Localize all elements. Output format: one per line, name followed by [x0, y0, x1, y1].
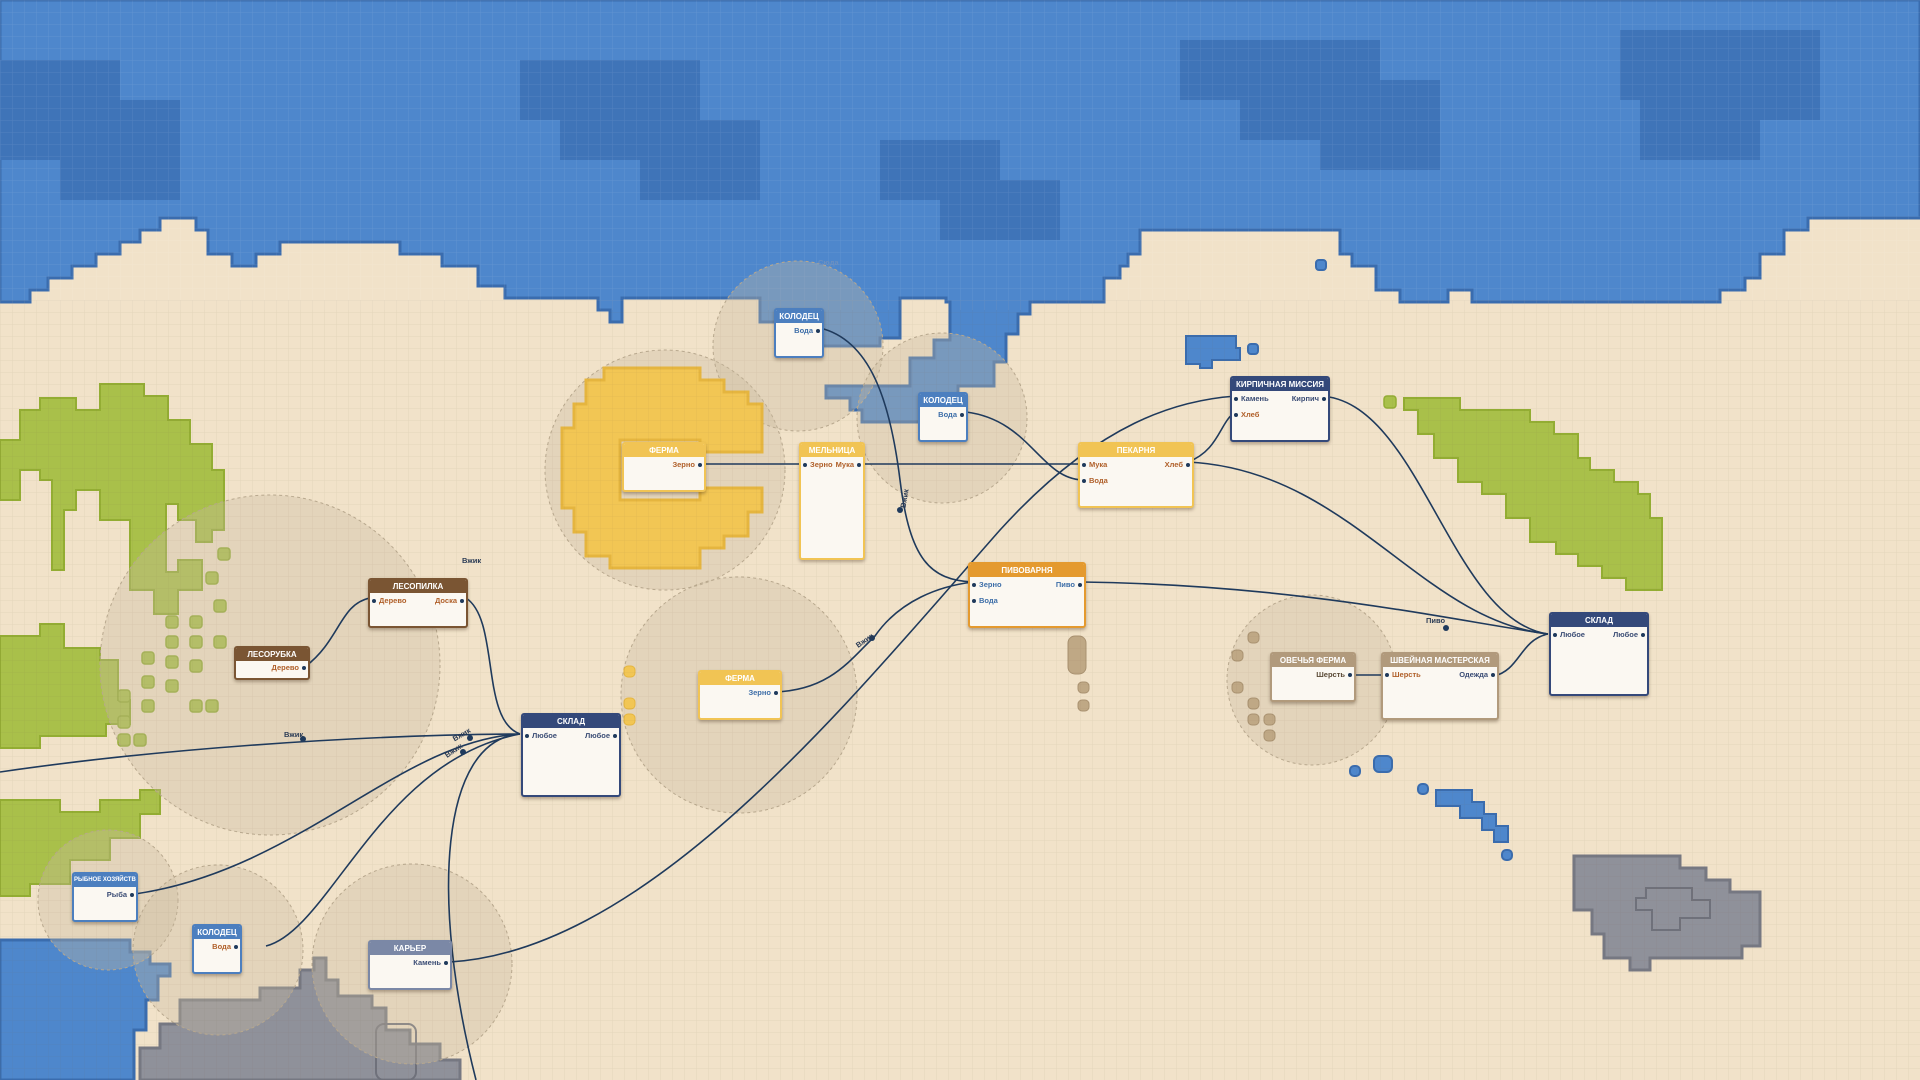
port-out-fish[interactable]: Рыба — [107, 890, 135, 900]
wire-label-3: Вжик — [451, 725, 473, 744]
node-farm-top[interactable]: Ферма Зерно — [622, 442, 706, 492]
node-sawmill[interactable]: Лесопилка Дерево Доска — [368, 578, 468, 628]
wire-fishery-warehouse — [134, 733, 521, 895]
port-out-grain[interactable]: Зерно — [672, 460, 702, 470]
node-well-mid[interactable]: Колодец Вода — [918, 392, 968, 442]
port-out-flour[interactable]: Мука — [836, 460, 862, 470]
node-title: Пекарня — [1080, 444, 1192, 457]
node-sewing-workshop[interactable]: Швейная мастерская Шерсть Одежда — [1381, 652, 1499, 720]
node-title: Лесопилка — [370, 580, 466, 593]
node-warehouse-left[interactable]: Склад Любое Любое — [521, 713, 621, 797]
wire-sawmill-warehouse — [465, 597, 521, 735]
node-title: Ферма — [624, 444, 704, 457]
wire-offscreen-warehouse — [0, 733, 521, 773]
wire-brewery-warehouse — [1081, 581, 1549, 635]
node-title: Карьер — [370, 942, 450, 955]
port-out-wool[interactable]: Шерсть — [1316, 670, 1352, 680]
port-in-grain[interactable]: Зерно — [803, 460, 833, 470]
wire-junctions — [300, 507, 1449, 755]
node-title: Пивоварня — [970, 564, 1084, 577]
node-well-top[interactable]: Колодец Вода — [774, 308, 824, 358]
port-in-any[interactable]: Любое — [525, 731, 557, 741]
node-title: Мельница — [801, 444, 863, 457]
wire-welllow-warehouse — [265, 733, 521, 947]
port-out-stone[interactable]: Камень — [413, 958, 448, 968]
port-out-beer[interactable]: Пиво — [1056, 580, 1083, 590]
node-mill[interactable]: Мельница Зерно Мука — [799, 442, 865, 560]
wire-label-2: Вжик — [284, 730, 304, 739]
node-title: Склад — [1551, 614, 1647, 627]
node-lumberjack[interactable]: Лесоруб­ка Дерево — [234, 646, 310, 680]
port-in-any[interactable]: Любое — [1553, 630, 1585, 640]
node-brewery[interactable]: Пивоварня Зерно Вода Пиво — [968, 562, 1086, 628]
wire-mission-warehouse — [1319, 395, 1549, 635]
node-warehouse-right[interactable]: Склад Любое Любое — [1549, 612, 1649, 696]
port-out-brick[interactable]: Кирпич — [1292, 394, 1327, 404]
wire-label-7: Вжик — [854, 631, 875, 650]
node-title: Лесоруб­ка — [236, 648, 308, 661]
wire-warehouse-down — [447, 733, 521, 1080]
wire-label-6: Вжик — [898, 488, 911, 509]
node-title: Овечья ферма — [1272, 654, 1354, 667]
wire-bakery-warehouse — [1187, 461, 1549, 635]
node-title: Колодец — [776, 310, 822, 323]
node-title: Ферма — [700, 672, 780, 685]
wire-quarry-mission — [449, 395, 1237, 963]
port-in-grain[interactable]: Зерно — [972, 580, 1002, 590]
node-title: Склад — [523, 715, 619, 728]
node-sheep-farm[interactable]: Овечья ферма Шерсть — [1270, 652, 1356, 702]
port-out-any[interactable]: Любое — [585, 731, 617, 741]
lake-dot-2 — [1315, 259, 1327, 271]
port-out-water[interactable]: Вода — [794, 326, 820, 336]
node-title: Кирпичная миссия — [1232, 378, 1328, 391]
port-in-flour[interactable]: Мука — [1081, 460, 1107, 470]
port-in-wood[interactable]: Дерево — [371, 596, 406, 606]
wire-wellmid-bakery — [965, 411, 1083, 481]
wire-label-1: Вжик — [462, 556, 482, 565]
node-brick-mission[interactable]: Кирпичная миссия Камень Хлеб Кирпич — [1230, 376, 1330, 442]
port-out-clothes[interactable]: Одежда — [1459, 670, 1495, 680]
port-in-bread[interactable]: Хлеб — [1233, 410, 1259, 420]
node-farm-low[interactable]: Ферма Зерно — [698, 670, 782, 720]
node-quarry[interactable]: Карьер Камень — [368, 940, 452, 990]
node-well-low[interactable]: Колодец Вода — [192, 924, 242, 974]
port-out-any[interactable]: Любое — [1613, 630, 1645, 640]
port-out-plank[interactable]: Доска — [435, 596, 465, 606]
port-out-wood[interactable]: Дерево — [272, 663, 307, 673]
port-out-grain[interactable]: Зерно — [748, 688, 778, 698]
port-in-stone[interactable]: Камень — [1234, 394, 1269, 404]
node-bakery[interactable]: Пекарня Мука Вода Хлеб — [1078, 442, 1194, 508]
wire-welltop-brewery — [819, 327, 974, 583]
node-fishery[interactable]: Рыбное хозяйство Рыба — [72, 872, 138, 922]
node-title: Швейная мастерская — [1383, 654, 1497, 667]
wire-lumber-sawmill — [305, 597, 371, 667]
wire-farmlow-brewery — [774, 581, 974, 693]
port-in-water[interactable]: Вода — [1082, 476, 1108, 486]
conveyor-wires — [0, 327, 1549, 1080]
wire-label-4: Вжик — [443, 741, 464, 760]
port-out-water[interactable]: Вода — [938, 410, 964, 420]
wire-label-5: Пиво — [1426, 616, 1446, 625]
node-title: Колодец — [920, 394, 966, 407]
sea-label: Сюда — [818, 258, 839, 267]
port-in-water[interactable]: Вода — [972, 596, 998, 606]
port-out-bread[interactable]: Хлеб — [1165, 460, 1191, 470]
wire-sewing-warehouse — [1493, 633, 1549, 677]
node-title: Рыбное хозяйство — [74, 874, 136, 887]
port-in-wool[interactable]: Шерсть — [1385, 670, 1421, 680]
port-out-water[interactable]: Вода — [212, 942, 238, 952]
node-title: Колодец — [194, 926, 240, 939]
